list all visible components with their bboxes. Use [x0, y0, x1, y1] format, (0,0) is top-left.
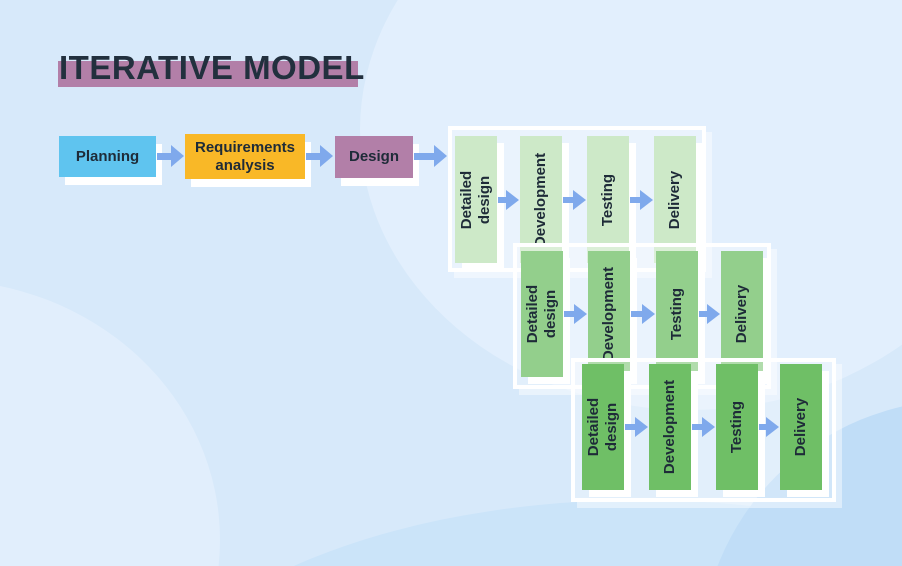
background-blob — [0, 280, 220, 566]
step-label: Development — [661, 379, 678, 475]
flow-arrow — [157, 145, 184, 167]
title-highlight-bar — [58, 61, 358, 87]
iteration-3-step-development: Development — [649, 364, 691, 490]
iteration-2-step-delivery: Delivery — [721, 251, 763, 377]
step-label: Detailed design — [458, 170, 493, 229]
flow-arrow — [625, 417, 648, 437]
iteration-1-step-delivery: Delivery — [654, 136, 696, 263]
iteration-3-step-detailed-design: Detailed design — [582, 364, 624, 490]
iteration-1-step-testing: Testing — [587, 136, 629, 263]
stage-label: Requirements analysis — [194, 138, 296, 174]
flow-arrow — [498, 189, 519, 210]
flow-arrow — [630, 189, 653, 210]
stage-requirements-analysis: Requirements analysis — [185, 134, 305, 179]
flow-arrow — [564, 304, 587, 324]
stage-planning: Planning — [59, 136, 156, 177]
stage-label: Planning — [75, 147, 140, 165]
iteration-3-step-testing: Testing — [716, 364, 758, 490]
flow-arrow — [631, 304, 655, 324]
stage-label: Design — [348, 148, 399, 165]
flow-arrow — [699, 304, 720, 324]
iteration-2-step-development: Development — [588, 251, 630, 377]
iteration-3-step-delivery: Delivery — [780, 364, 822, 490]
flow-arrow — [563, 189, 586, 210]
page-title: ITERATIVE MODEL — [59, 49, 365, 86]
flow-arrow — [759, 417, 779, 437]
step-label: Delivery — [792, 397, 809, 457]
iteration-1-step-development: Development — [520, 136, 562, 263]
iteration-2-step-detailed-design: Detailed design — [521, 251, 563, 377]
step-label: Testing — [728, 400, 745, 454]
step-label: Detailed design — [524, 284, 559, 344]
flow-arrow — [306, 145, 333, 167]
flow-arrow — [692, 417, 715, 437]
flow-arrow — [414, 145, 447, 167]
iteration-2-step-testing: Testing — [656, 251, 698, 377]
iteration-1-step-detailed-design: Detailed design — [455, 136, 497, 263]
stage-design: Design — [335, 136, 413, 178]
step-label: Detailed design — [585, 397, 620, 457]
